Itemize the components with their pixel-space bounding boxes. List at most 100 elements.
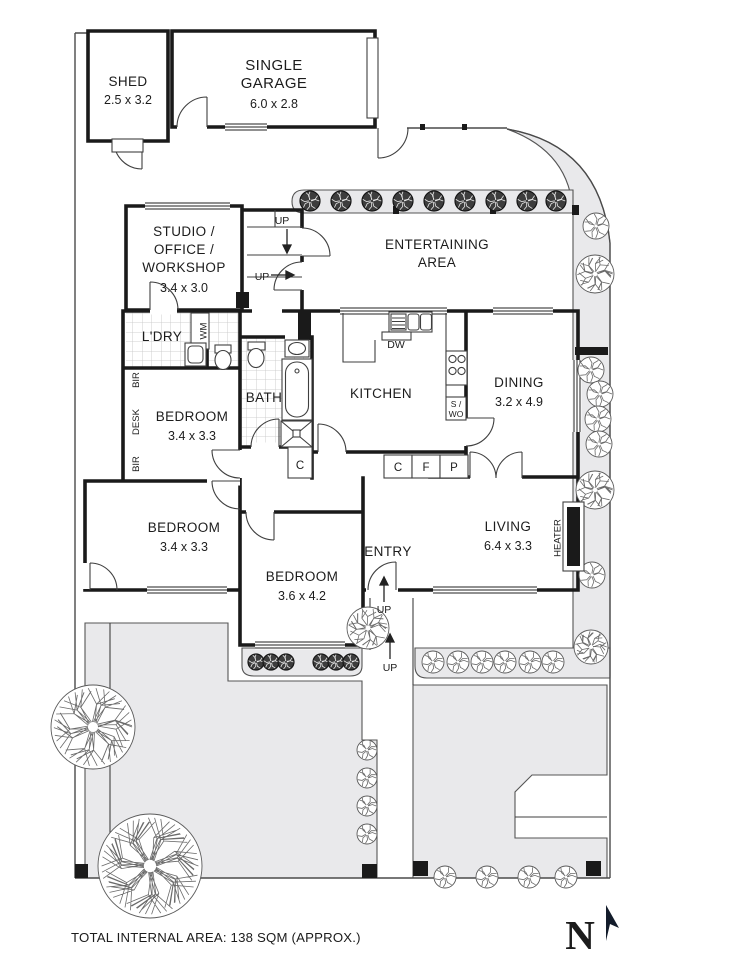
garage-label-2: GARAGE — [241, 75, 308, 92]
shrub-icon — [330, 190, 352, 212]
shed-dims: 2.5 x 3.2 — [104, 93, 152, 107]
studio-label-1: STUDIO / — [153, 224, 215, 239]
shrub-icon — [247, 653, 265, 671]
shrub-icon — [423, 190, 445, 212]
shrub-icon — [433, 865, 457, 889]
front-entry-door — [367, 561, 397, 591]
total-area-note: TOTAL INTERNAL AREA: 138 SQM (APPROX.) — [71, 930, 361, 945]
shrub-icon — [277, 653, 295, 671]
shrub-icon — [454, 190, 476, 212]
driveway — [412, 684, 608, 879]
wall-post — [75, 864, 88, 878]
bath-door — [250, 418, 280, 448]
shrub-icon — [312, 653, 330, 671]
door-opening — [80, 563, 90, 589]
shrub-icon — [518, 650, 542, 674]
studio-label-3: WORKSHOP — [142, 260, 225, 275]
entertaining-label-2: AREA — [418, 255, 456, 270]
tree-icon — [578, 561, 606, 589]
shrub-icon — [517, 865, 541, 889]
door-opening — [177, 122, 207, 132]
linen-cupboard — [287, 446, 313, 479]
shrub-icon — [485, 190, 507, 212]
lobby-door — [273, 261, 303, 291]
door-opening — [252, 306, 282, 316]
studio-door — [149, 281, 179, 311]
bedroom-sw-label: BEDROOM — [148, 520, 221, 535]
door-opening — [246, 507, 274, 517]
tree-icon — [577, 356, 605, 384]
side-gate-door — [377, 127, 409, 159]
tree-icon — [97, 813, 203, 919]
shrub-icon — [446, 650, 470, 674]
labels: SHED 2.5 x 3.2 SINGLE GARAGE 6.0 x 2.8 S… — [71, 57, 564, 945]
kitchen-drainer-lines — [392, 317, 405, 330]
garage-door — [176, 96, 208, 128]
bathtub-inner — [284, 361, 310, 418]
garage-label-1: SINGLE — [245, 57, 302, 74]
tree-icon — [575, 254, 615, 294]
shrub-icon — [356, 739, 378, 761]
entry-label: ENTRY — [364, 544, 412, 559]
living-label: LIVING — [485, 519, 532, 534]
bedroom-s-door — [245, 511, 275, 541]
dishwasher-icon — [381, 331, 412, 341]
living-dims: 6.4 x 3.3 — [484, 539, 532, 553]
generated-decor — [50, 122, 615, 919]
up-label-path: UP — [383, 662, 398, 674]
up-arrow-entry-head — [378, 575, 390, 586]
studio-label-2: OFFICE / — [154, 242, 214, 257]
kitchen-sink-bowl-1 — [407, 313, 420, 331]
wall-post — [575, 347, 608, 355]
shrub-icon — [392, 190, 414, 212]
tree-icon — [346, 606, 390, 650]
wall-post — [462, 124, 467, 130]
wall-post — [586, 861, 601, 876]
door-opening — [297, 228, 307, 256]
bedroom-mid-door — [211, 449, 241, 479]
door-opening — [366, 585, 398, 595]
laundry-label: L'DRY — [142, 329, 182, 344]
kitchen-sink-bowl-2 — [419, 313, 433, 331]
pantry-cupboard — [439, 454, 469, 479]
burner-4 — [457, 366, 466, 376]
tree-icon — [50, 684, 136, 770]
tree-icon — [575, 470, 615, 510]
doors — [89, 96, 523, 591]
bedroom-s-label: BEDROOM — [266, 569, 339, 584]
shrub-icon — [356, 767, 378, 789]
dining-door — [465, 417, 495, 447]
door-opening — [251, 442, 279, 452]
wall-post — [236, 292, 249, 308]
wall-post — [393, 206, 399, 214]
north-label: N — [565, 912, 595, 958]
fridge-label: F — [422, 462, 429, 474]
wall-post — [420, 124, 425, 130]
wall-post — [298, 311, 311, 340]
bedroom-sw-hall-door — [211, 480, 241, 510]
bedroom-sw-west-door — [89, 562, 118, 591]
living-double-doors — [469, 451, 523, 479]
door-opening — [461, 418, 471, 446]
garage-roller-door — [366, 37, 379, 119]
door-opening — [150, 305, 177, 315]
stove-label-2: WO — [449, 409, 464, 419]
tree-icon — [573, 629, 609, 665]
heater-unit — [567, 507, 580, 566]
stairs-treads — [247, 210, 302, 278]
shrub-icon — [356, 795, 378, 817]
up-label-mid: UP — [255, 271, 270, 283]
shrub-icon — [516, 190, 538, 212]
bedroom-sw-dims: 3.4 x 3.3 — [160, 540, 208, 554]
burner-3 — [448, 366, 457, 376]
shed-step — [111, 138, 144, 153]
wall-post — [572, 205, 579, 215]
shrub-icon — [361, 190, 383, 212]
washing-machine-label: WM — [199, 322, 210, 339]
laundry-trough-bowl — [187, 345, 204, 364]
shower-drain — [292, 429, 301, 438]
shrub-icon — [475, 865, 499, 889]
pantry-label: P — [450, 462, 458, 474]
